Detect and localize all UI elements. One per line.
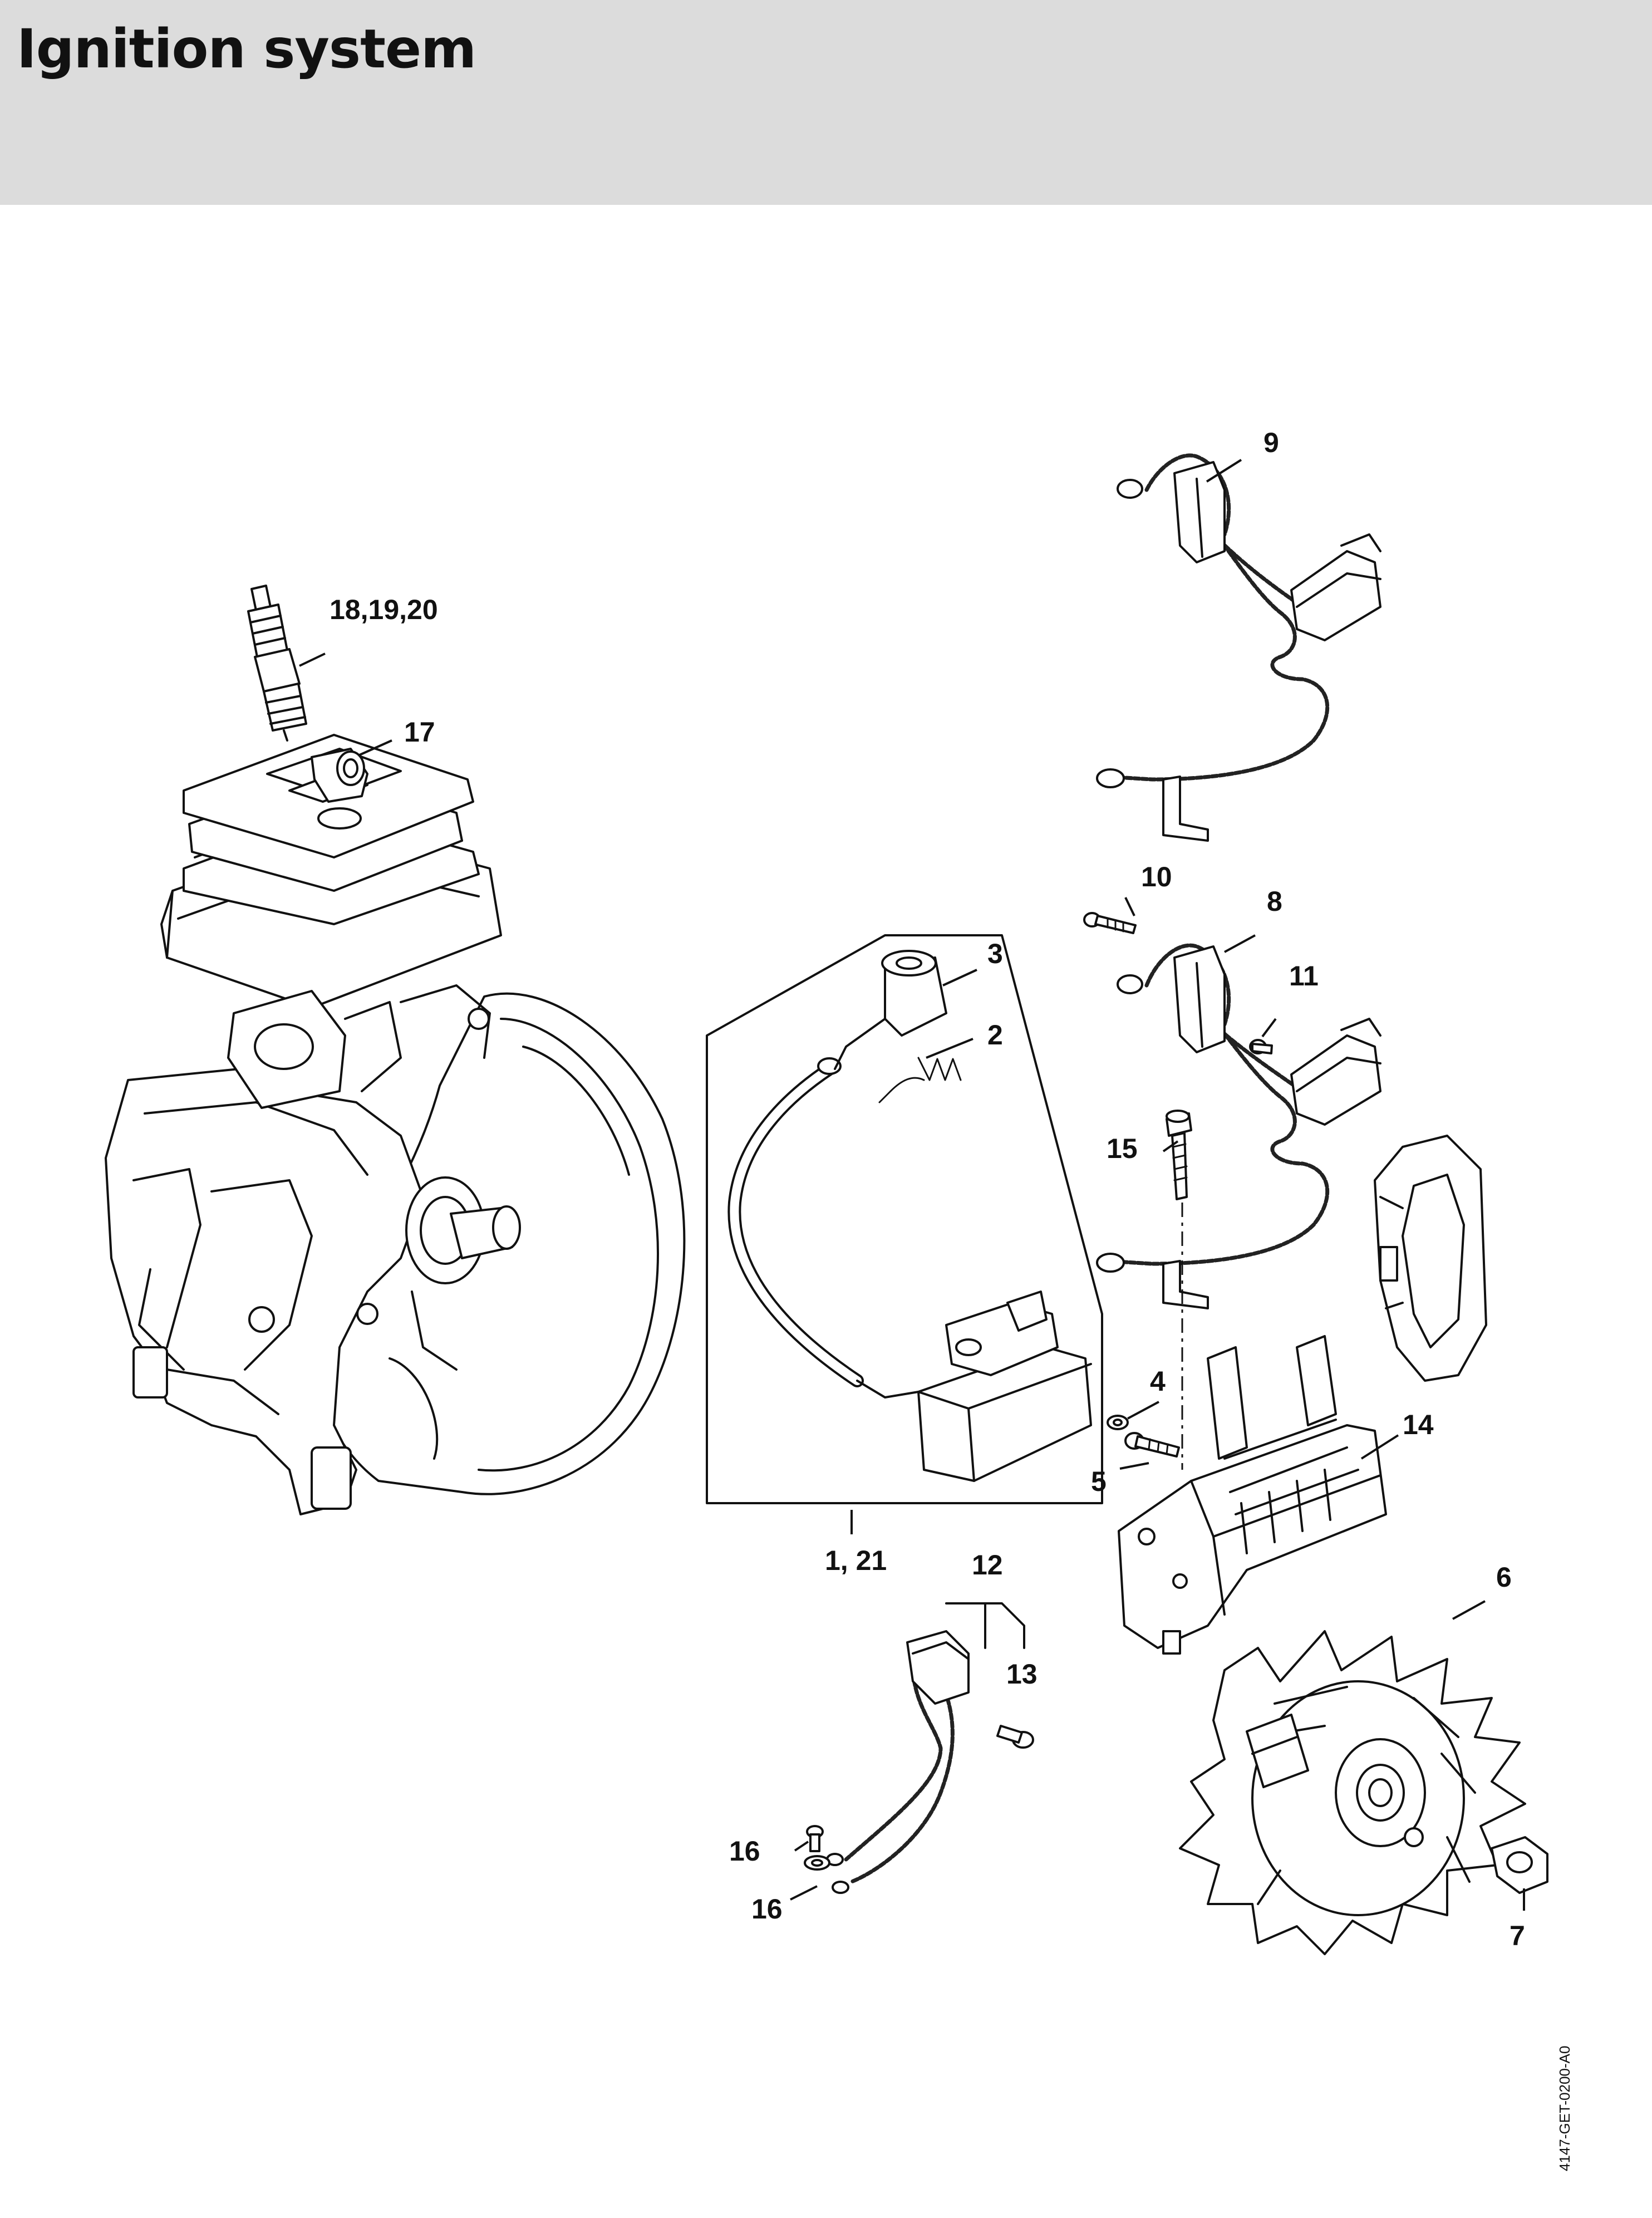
- callout-7: 7: [1510, 1920, 1525, 1951]
- callout-16-lower: 16: [751, 1893, 783, 1925]
- washer-16-lower-illustration: [804, 1855, 830, 1871]
- washer-4-illustration: [1107, 1415, 1129, 1430]
- callout-9: 9: [1263, 427, 1279, 458]
- callout-2: 2: [987, 1019, 1003, 1051]
- plug-boot-illustration: [311, 748, 368, 803]
- callout-11: 11: [1289, 960, 1319, 992]
- short-circuit-wire-9-illustration: [1096, 453, 1381, 842]
- screw-11-illustration: [1249, 1039, 1273, 1054]
- screw-13-illustration: [996, 1725, 1034, 1749]
- flywheel-6-illustration: [1179, 1630, 1526, 1955]
- callout-13: 13: [1006, 1658, 1038, 1690]
- page-title: Ignition system: [17, 18, 476, 80]
- nut-7-illustration: [1491, 1836, 1548, 1894]
- screw-5-illustration: [1124, 1432, 1180, 1458]
- header-band: [0, 0, 1652, 205]
- short-circuit-wire-8-illustration: [1096, 943, 1381, 1309]
- callout-6: 6: [1496, 1562, 1512, 1593]
- callout-12: 12: [972, 1549, 1003, 1581]
- callout-3: 3: [987, 938, 1003, 969]
- callout-17: 17: [404, 717, 435, 748]
- ignition-module-box: [706, 934, 1103, 1504]
- cover-illustration: [1374, 1135, 1487, 1382]
- callout-4: 4: [1150, 1366, 1166, 1397]
- callout-5: 5: [1091, 1466, 1107, 1497]
- reference-code: 4147-GET-0200-A0: [1556, 2046, 1573, 2171]
- carrier-14-illustration: [1118, 1335, 1387, 1655]
- callout-8: 8: [1267, 886, 1282, 917]
- callout-16-upper: 16: [729, 1836, 760, 1867]
- engine-crankcase-illustration: [105, 734, 686, 1515]
- callout-10: 10: [1141, 861, 1172, 892]
- leader-lines: [299, 459, 1525, 1911]
- callout-18-19-20: 18,19,20: [330, 594, 438, 625]
- callout-14: 14: [1403, 1409, 1434, 1440]
- screw-10-illustration: [1083, 912, 1137, 934]
- spark-plug-illustration: [247, 585, 307, 742]
- callout-1-21: 1, 21: [825, 1545, 887, 1576]
- ground-wire-12-illustration: [826, 1602, 1025, 1894]
- callout-15: 15: [1107, 1133, 1138, 1164]
- screw-16-upper-illustration: [806, 1825, 824, 1852]
- screw-15-illustration: [1166, 1110, 1192, 1200]
